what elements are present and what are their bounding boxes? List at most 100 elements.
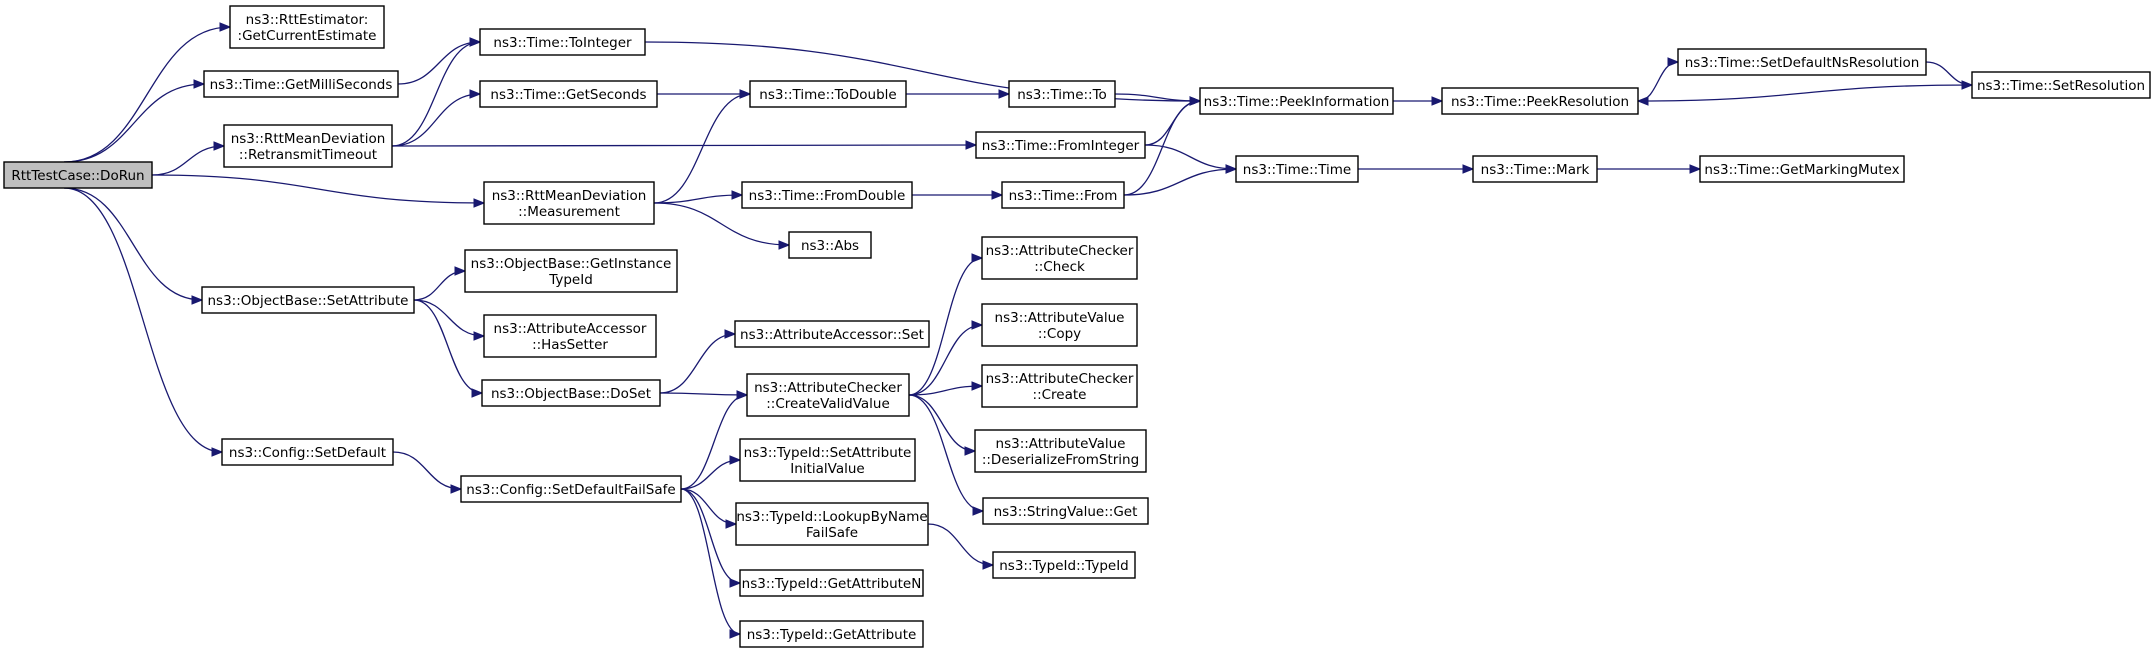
node-checker-create[interactable]: ns3::AttributeChecker::Create (981, 364, 1138, 408)
arrowhead (971, 320, 984, 330)
arrowhead (454, 266, 467, 276)
node-box (741, 181, 913, 209)
node-box (1001, 181, 1125, 209)
node-label: InitialValue (790, 461, 864, 477)
node-getattributen[interactable]: ns3::TypeId::GetAttributeN (739, 569, 924, 597)
node-stringvalue-get[interactable]: ns3::StringValue::Get (982, 497, 1149, 525)
edge-line (63, 26, 231, 163)
edge-createvalid-to-value-copy (908, 320, 984, 396)
node-setdefaultfailsafe[interactable]: ns3::Config::SetDefaultFailSafe (460, 475, 682, 503)
node-value-copy[interactable]: ns3::AttributeValue::Copy (981, 303, 1138, 347)
node-label: ns3::AttributeChecker (986, 371, 1134, 387)
node-setdefaultns[interactable]: ns3::Time::SetDefaultNsResolution (1677, 48, 1927, 76)
node-deserialize[interactable]: ns3::AttributeValue::DeserializeFromStri… (974, 429, 1147, 473)
edge-line (908, 394, 984, 512)
node-label: ns3::AttributeAccessor::Set (740, 327, 924, 343)
arrowhead (469, 37, 482, 47)
edge-rtt-dorun-to-config-setdefault (63, 187, 224, 457)
node-label: ns3::RttMeanDeviation (231, 131, 386, 147)
edge-line (413, 299, 483, 394)
edge-doset-to-createvalid (659, 390, 749, 400)
node-from[interactable]: ns3::Time::From (1001, 181, 1125, 209)
node-peekres[interactable]: ns3::Time::PeekResolution (1441, 87, 1639, 115)
node-hassetter[interactable]: ns3::AttributeAccessor::HasSetter (483, 314, 657, 358)
node-rtt-dorun[interactable]: RttTestCase::DoRun (3, 161, 153, 189)
edge-rtt-dorun-to-measurement (151, 174, 486, 208)
node-label: ns3::Time::PeekResolution (1451, 94, 1629, 110)
node-label: ns3::Time::FromDouble (749, 188, 906, 204)
edge-createvalid-to-checker-check (908, 253, 984, 396)
node-config-setdefault[interactable]: ns3::Config::SetDefault (221, 438, 394, 466)
node-label: ns3::Time::GetSeconds (490, 87, 646, 103)
node-createvalid[interactable]: ns3::AttributeChecker::CreateValidValue (746, 373, 910, 417)
node-label: ns3::Time::SetResolution (1977, 78, 2145, 94)
node-box (788, 231, 872, 259)
node-abs[interactable]: ns3::Abs (788, 231, 872, 259)
node-label: ns3::Time::SetDefaultNsResolution (1685, 55, 1920, 71)
node-setattribute[interactable]: ns3::ObjectBase::SetAttribute (201, 286, 415, 314)
node-typeid-typeid[interactable]: ns3::TypeId::TypeId (992, 551, 1136, 579)
node-box (223, 124, 393, 168)
node-setres[interactable]: ns3::Time::SetResolution (1971, 71, 2151, 99)
edge-setdefaultfailsafe-to-createvalid (680, 390, 749, 490)
node-frominteger[interactable]: ns3::Time::FromInteger (975, 131, 1146, 159)
node-label: ns3::Abs (801, 238, 859, 254)
node-rtt-getcur[interactable]: ns3::RttEstimator::GetCurrentEstimate (229, 5, 385, 49)
node-retransmit[interactable]: ns3::RttMeanDeviation::RetransmitTimeout (223, 124, 393, 168)
edge-line (680, 488, 741, 584)
node-box (1472, 155, 1598, 183)
node-label: TypeId (548, 272, 593, 288)
edge-line (680, 459, 741, 490)
node-todouble[interactable]: ns3::Time::ToDouble (749, 80, 907, 108)
edge-retransmit-to-tointeger (391, 37, 482, 147)
node-checker-check[interactable]: ns3::AttributeChecker::Check (981, 236, 1138, 280)
node-getseconds[interactable]: ns3::Time::GetSeconds (479, 80, 658, 108)
node-getmilli[interactable]: ns3::Time::GetMilliSeconds (203, 70, 399, 98)
node-getattribute[interactable]: ns3::TypeId::GetAttribute (739, 620, 924, 648)
node-label: ns3::Config::SetDefaultFailSafe (466, 482, 675, 498)
edge-line (680, 394, 748, 490)
edge-line (659, 392, 748, 396)
node-accessor-set[interactable]: ns3::AttributeAccessor::Set (734, 320, 930, 348)
edge-retransmit-to-getseconds (391, 89, 482, 147)
edge-line (927, 523, 994, 566)
arrowhead (982, 560, 995, 570)
node-box (1008, 80, 1116, 108)
node-box (203, 70, 399, 98)
node-measurement[interactable]: ns3::RttMeanDeviation::Measurement (483, 181, 655, 225)
edge-config-setdefault-to-setdefaultfailsafe (392, 451, 463, 494)
edge-line (1144, 144, 1237, 170)
node-peekinfo[interactable]: ns3::Time::PeekInformation (1199, 87, 1394, 115)
node-to[interactable]: ns3::Time::To (1008, 80, 1116, 108)
node-mark[interactable]: ns3::Time::Mark (1472, 155, 1598, 183)
edges-layer (63, 22, 1974, 639)
node-label: ::Measurement (518, 204, 620, 220)
arrowhead (1431, 96, 1444, 106)
node-label: ns3::Time::Time (1243, 162, 1351, 178)
arrowhead (213, 141, 226, 151)
node-getmarking[interactable]: ns3::Time::GetMarkingMutex (1699, 155, 1905, 183)
edge-line (413, 270, 466, 301)
edge-line (63, 187, 223, 453)
node-box (992, 551, 1136, 579)
node-doset[interactable]: ns3::ObjectBase::DoSet (481, 379, 661, 407)
node-time-time[interactable]: ns3::Time::Time (1235, 155, 1359, 183)
node-label: ns3::ObjectBase::DoSet (491, 386, 651, 402)
edge-createvalid-to-checker-create (908, 381, 984, 396)
edge-from-to-time-time (1123, 164, 1238, 196)
node-tointeger[interactable]: ns3::Time::ToInteger (479, 28, 646, 56)
node-fromdouble[interactable]: ns3::Time::FromDouble (741, 181, 913, 209)
node-label: ns3::Time::GetMilliSeconds (210, 77, 393, 93)
node-label: ns3::TypeId::SetAttribute (744, 445, 912, 461)
edge-line (659, 333, 736, 394)
node-label: ns3::RttEstimator: (246, 12, 369, 28)
arrowhead (473, 198, 486, 208)
arrowhead (991, 190, 1004, 200)
node-label: ns3::AttributeValue (996, 436, 1126, 452)
arrowhead (469, 89, 482, 99)
arrowhead (450, 484, 463, 494)
